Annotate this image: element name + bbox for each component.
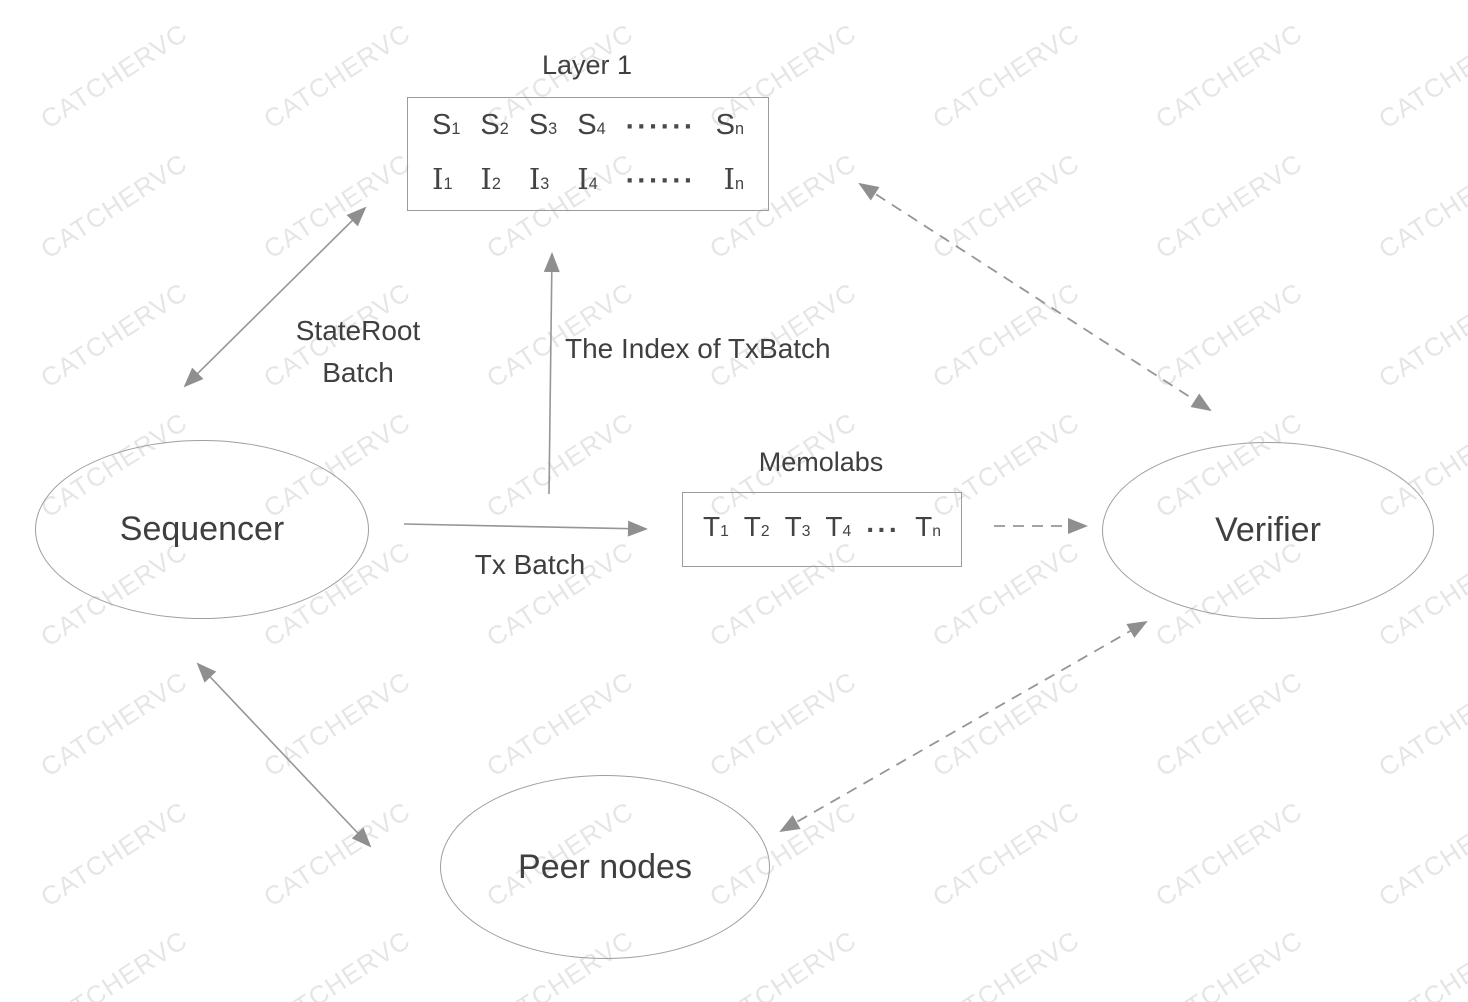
label-tx-batch: Tx Batch — [474, 549, 586, 580]
box-cell: In — [723, 161, 744, 196]
box-cell: T2 — [743, 511, 770, 542]
box-cell: Tn — [915, 511, 941, 542]
node-verifier-label: Verifier — [1215, 511, 1321, 549]
box-cell: S2 — [480, 108, 509, 141]
box-row: I1 I2 I3 I4 ······ In — [408, 154, 768, 209]
edge-index-arrow — [543, 252, 560, 495]
edge-sequencer-layer1 — [183, 206, 367, 388]
box-cell: T3 — [784, 511, 811, 542]
box-row: S1 S2 S3 S4 ······ Sn — [408, 100, 768, 154]
edge-peernodes-verifier — [779, 621, 1148, 832]
ellipsis-dots: ······ — [625, 165, 696, 197]
edge-layer1-verifier — [858, 182, 1212, 412]
box-row: T1 T2 T3 T4 ··· Tn — [683, 505, 961, 554]
edge-txbatch-arrow — [403, 520, 648, 537]
node-verifier: Verifier — [1102, 442, 1434, 619]
ellipsis-dots: ······ — [625, 110, 696, 143]
box-cell: S4 — [577, 108, 606, 141]
node-peer-nodes-label: Peer nodes — [518, 847, 692, 886]
box-cell: T1 — [703, 511, 729, 542]
box-cell: I1 — [432, 161, 453, 196]
box-cell: S3 — [528, 108, 558, 141]
box-cell: I4 — [577, 161, 598, 196]
node-sequencer-label: Sequencer — [119, 510, 285, 548]
node-sequencer: Sequencer — [35, 440, 369, 619]
label-index-of-txbatch: The Index of TxBatch — [565, 333, 831, 364]
layer1-title: Layer 1 — [541, 50, 633, 80]
box-cell: I3 — [528, 161, 550, 196]
label-stateroot-batch: StateRoot Batch — [258, 310, 458, 394]
memolabs-box: T1 T2 T3 T4 ··· Tn — [682, 492, 962, 567]
node-peer-nodes: Peer nodes — [440, 775, 770, 959]
memolabs-title: Memolabs — [758, 447, 884, 477]
box-cell: S1 — [432, 108, 461, 141]
ellipsis-dots: ··· — [866, 513, 901, 545]
box-cell: T4 — [825, 511, 852, 542]
box-cell: I2 — [480, 161, 501, 196]
edge-sequencer-peernodes — [196, 662, 372, 848]
box-cell: Sn — [715, 108, 744, 141]
label-stateroot-line2: Batch — [322, 357, 394, 388]
label-stateroot-line1: StateRoot — [295, 315, 421, 346]
